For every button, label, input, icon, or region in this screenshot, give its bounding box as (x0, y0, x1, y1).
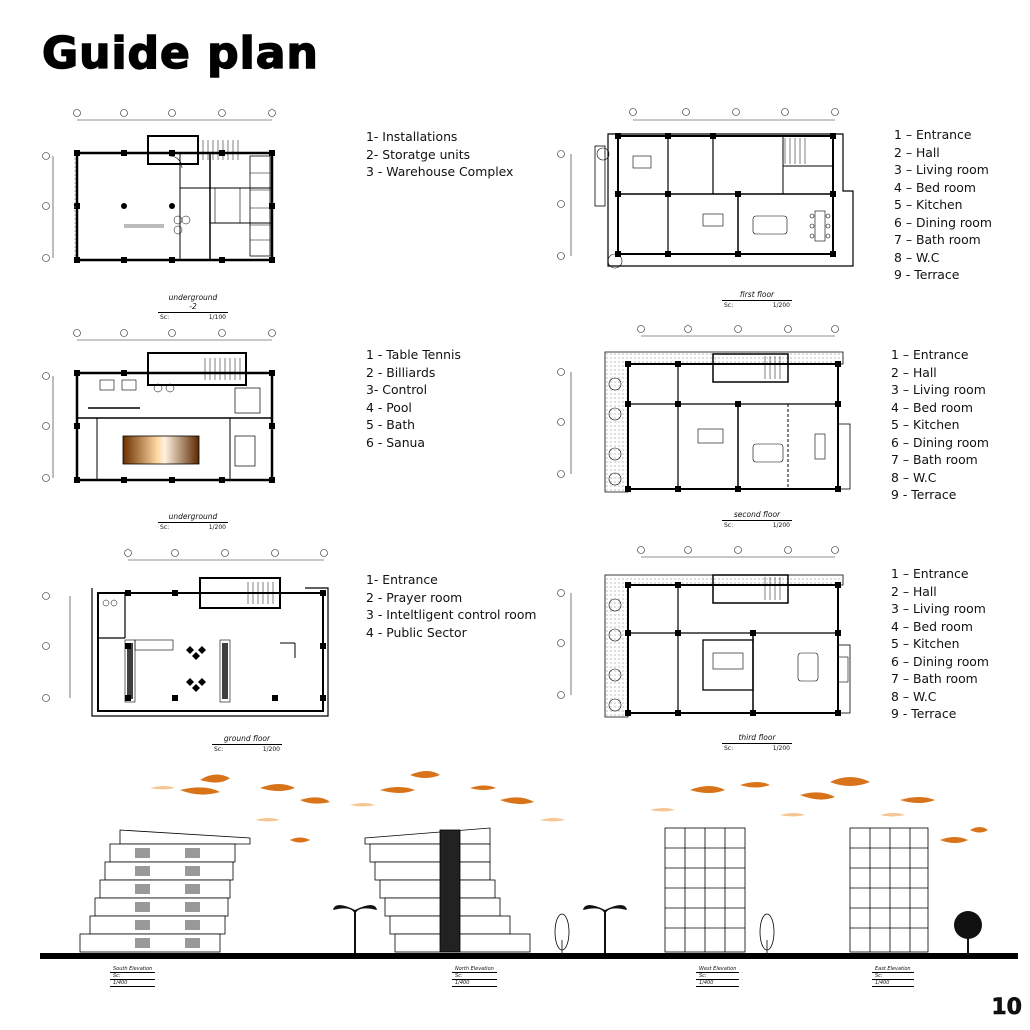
caption-ground-floor: ground floor Sc:1/200 (212, 734, 282, 753)
legend-underground-2: 1- Installations 2- Storatge units 3 - W… (366, 129, 514, 179)
north-elevation (364, 827, 531, 953)
caption-third-floor: third floor Sc:1/200 (722, 733, 792, 752)
plan-underground-2 (42, 109, 276, 263)
legend-ground-floor: 1- Entrance 2 - Prayer room 3 - Inteltli… (366, 572, 537, 640)
pool (122, 435, 200, 465)
legend-underground: 1 - Table Tennis 2 - Billiards 3- Contro… (366, 347, 461, 450)
tree-icons (333, 905, 982, 953)
south-elevation (79, 829, 251, 953)
plan-second-floor (557, 325, 851, 493)
caption-west-elevation: West Elevation Sc: 1/400 (696, 966, 740, 987)
plan-ground-floor (42, 549, 329, 717)
legend-third-floor: 1 – Entrance 2 – Hall 3 – Living room 4 … (891, 566, 989, 721)
caption-second-floor: second floor Sc:1/200 (722, 510, 792, 529)
caption-east-elevation: East Elevation Sc: 1/400 (872, 966, 914, 987)
caption-underground-2: underground -2 Sc:1/100 (158, 293, 228, 321)
elevations (40, 771, 1018, 959)
legend-second-floor: 1 – Entrance 2 – Hall 3 – Living room 4 … (891, 347, 989, 502)
caption-south-elevation: South Elevation Sc: 1/400 (110, 966, 156, 987)
plan-first-floor (557, 108, 854, 269)
plan-third-floor (557, 546, 851, 718)
caption-underground: underground Sc:1/200 (158, 512, 228, 531)
cloud-sketches (180, 771, 988, 843)
page-number: 10 (991, 995, 1022, 1021)
caption-north-elevation: North Elevation Sc: 1/400 (452, 966, 497, 987)
plan-underground (42, 329, 276, 483)
west-elevation (664, 827, 746, 953)
caption-first-floor: first floor Sc:1/200 (722, 290, 792, 309)
legend-first-floor: 1 – Entrance 2 – Hall 3 – Living room 4 … (894, 127, 992, 282)
east-elevation (849, 827, 929, 953)
page-title: Guide plan (41, 27, 319, 80)
